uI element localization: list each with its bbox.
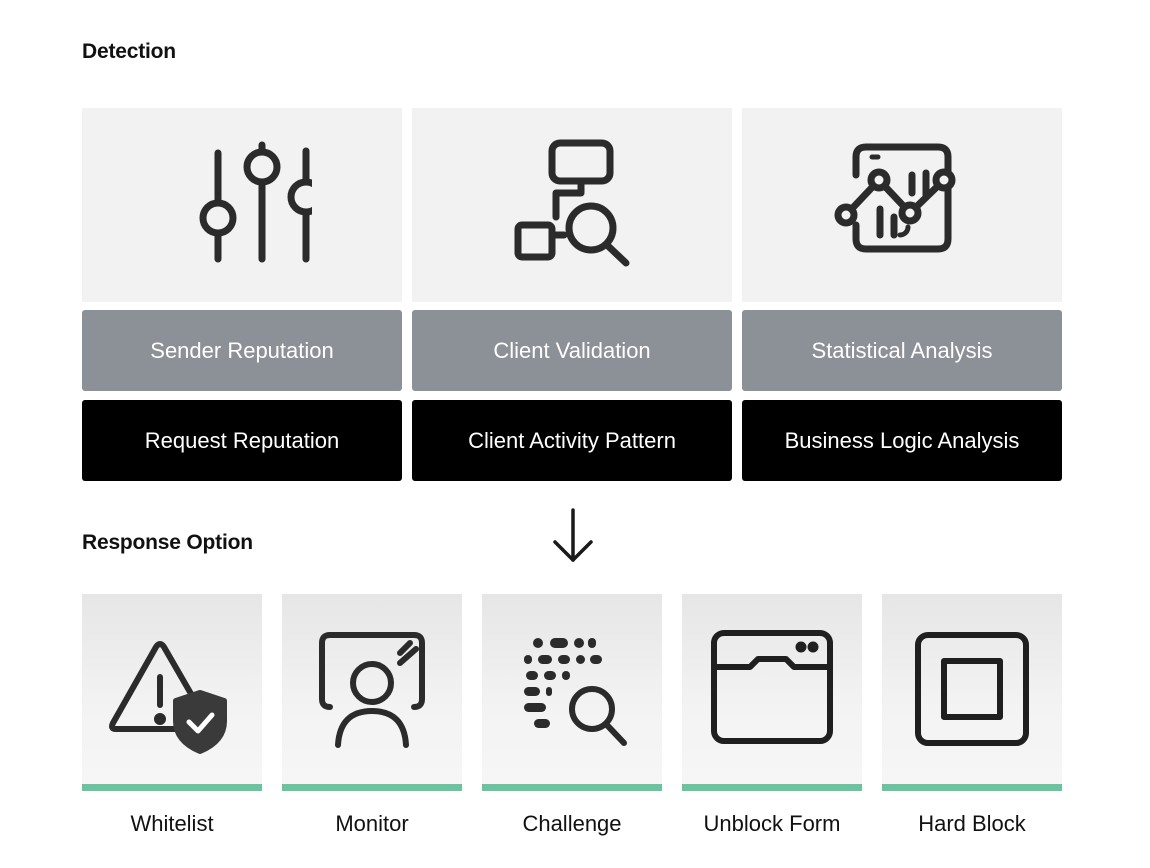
- response-option-challenge: Challenge: [482, 594, 662, 837]
- response-option-monitor: Monitor: [282, 594, 462, 837]
- detection-secondary-label: Request Reputation: [82, 400, 402, 481]
- response-icon-panel: [682, 594, 862, 784]
- arrow-down-icon: [553, 508, 593, 562]
- detection-primary-label: Sender Reputation: [82, 310, 402, 391]
- browser-window-icon: [711, 630, 833, 744]
- response-accent-bar: [882, 784, 1062, 791]
- monitor-user-icon: [319, 632, 425, 748]
- response-accent-bar: [282, 784, 462, 791]
- detection-card-sender-reputation: Sender Reputation Request Reputation: [82, 108, 402, 481]
- detection-primary-label: Statistical Analysis: [742, 310, 1062, 391]
- warning-shield-icon: [109, 641, 227, 754]
- response-icon-panel: [82, 594, 262, 784]
- response-icon-panel: [882, 594, 1062, 784]
- data-search-icon: [524, 638, 627, 746]
- response-section-title: Response Option: [82, 531, 253, 554]
- stop-square-icon: [915, 632, 1029, 746]
- response-option-label: Whitelist: [130, 811, 214, 836]
- sliders-icon: [199, 141, 312, 263]
- detection-secondary-label: Client Activity Pattern: [412, 400, 732, 481]
- response-option-hard-block: Hard Block: [882, 594, 1062, 837]
- response-option-label: Challenge: [522, 811, 622, 836]
- detection-secondary-label: Business Logic Analysis: [742, 400, 1062, 481]
- response-option-label: Unblock Form: [703, 811, 841, 836]
- response-option-unblock-form: Unblock Form: [682, 594, 862, 837]
- detection-card-statistical-analysis: Statistical Analysis Business Logic Anal…: [742, 108, 1062, 481]
- detection-card-client-validation: Client Validation Client Activity Patter…: [412, 108, 732, 481]
- detection-section-title: Detection: [82, 40, 176, 63]
- flow-search-icon: [514, 139, 630, 267]
- response-accent-bar: [682, 784, 862, 791]
- detection-primary-label: Client Validation: [412, 310, 732, 391]
- response-icon-panel: [282, 594, 462, 784]
- response-option-label: Hard Block: [918, 811, 1026, 836]
- detection-icon-panel: [412, 108, 732, 302]
- response-accent-bar: [482, 784, 662, 791]
- response-icon-panel: [482, 594, 662, 784]
- analytics-chart-icon: [834, 143, 956, 253]
- detection-icon-panel: [742, 108, 1062, 302]
- response-accent-bar: [82, 784, 262, 791]
- response-option-whitelist: Whitelist: [82, 594, 262, 837]
- detection-icon-panel: [82, 108, 402, 302]
- response-option-label: Monitor: [335, 811, 409, 836]
